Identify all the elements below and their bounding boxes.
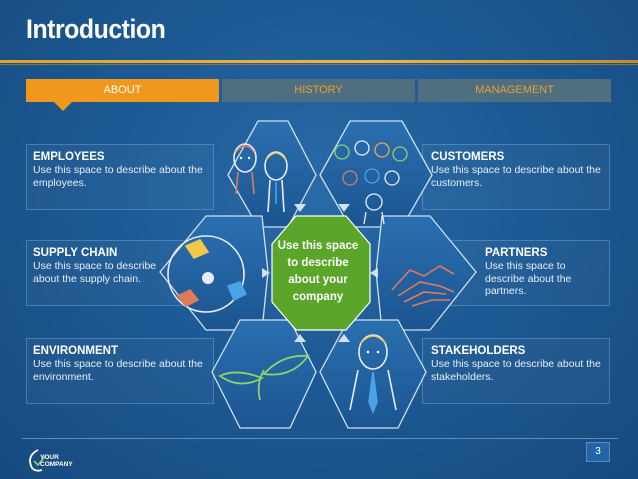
- logo-text: YOUR COMPANY: [40, 454, 73, 468]
- partners-heading: PARTNERS: [485, 247, 548, 259]
- footer-divider: [22, 438, 618, 439]
- page-title: Introduction: [26, 14, 166, 44]
- employees-box: EMPLOYEES Use this space to describe abo…: [26, 144, 214, 210]
- environment-text: Use this space to describe about the env…: [33, 358, 203, 383]
- center-line-4: company: [292, 291, 344, 303]
- environment-heading: ENVIRONMENT: [33, 345, 118, 357]
- customers-text: Use this space to describe about the cus…: [431, 164, 601, 189]
- supply-chain-text: Use this space to describe about the sup…: [33, 260, 157, 285]
- employees-hex: [227, 120, 317, 228]
- stakeholders-box: STAKEHOLDERS Use this space to describe …: [422, 338, 610, 404]
- employees-icon: [233, 143, 288, 213]
- center-text: Use this space to describe about your co…: [268, 238, 368, 306]
- customers-icon: [334, 140, 408, 225]
- customers-hex: [319, 120, 433, 228]
- environment-box: ENVIRONMENT Use this space to describe a…: [26, 338, 214, 404]
- customers-heading: CUSTOMERS: [431, 151, 505, 163]
- logo-line-1: YOUR: [40, 454, 59, 461]
- tab-history[interactable]: HISTORY: [222, 79, 415, 102]
- environment-icon: [218, 354, 310, 401]
- stakeholders-hex: [319, 319, 427, 429]
- center-line-1: Use this space: [277, 240, 359, 252]
- tab-about[interactable]: ABOUT: [26, 79, 219, 111]
- supply-chain-box: SUPPLY CHAIN Use this space to describe …: [26, 240, 214, 306]
- environment-hex: [211, 319, 317, 429]
- stakeholders-icon: [349, 334, 397, 415]
- logo-line-2: COMPANY: [40, 461, 73, 468]
- title-divider: [0, 60, 638, 63]
- stakeholders-text: Use this space to describe about the sta…: [431, 358, 601, 383]
- title-divider-thin: [0, 64, 638, 65]
- page-number: 3: [586, 442, 610, 462]
- partners-box: PARTNERS Use this space to describe abou…: [422, 240, 610, 306]
- tab-management[interactable]: MANAGEMENT: [418, 79, 611, 102]
- center-line-2: to describe: [287, 257, 349, 269]
- company-logo-icon: [29, 449, 47, 472]
- supply-chain-heading: SUPPLY CHAIN: [33, 247, 118, 259]
- stakeholders-heading: STAKEHOLDERS: [431, 345, 526, 357]
- center-line-3: about your: [288, 274, 348, 286]
- employees-heading: EMPLOYEES: [33, 151, 105, 163]
- customers-box: CUSTOMERS Use this space to describe abo…: [422, 144, 610, 210]
- partners-text: Use this space to describe about the par…: [485, 260, 572, 297]
- employees-text: Use this space to describe about the emp…: [33, 164, 203, 189]
